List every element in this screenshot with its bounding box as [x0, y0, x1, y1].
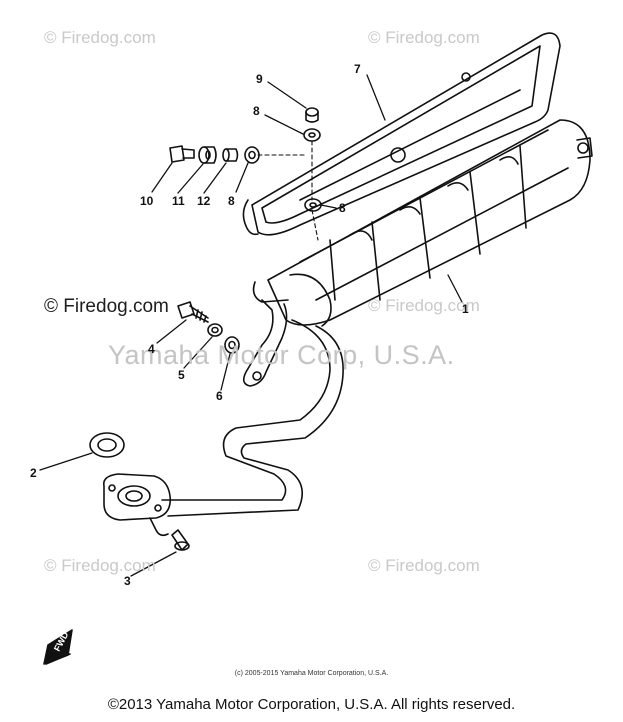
- collar-part-11: [198, 146, 217, 164]
- washer-part-8-side: [244, 146, 260, 164]
- watermark-firedog-dark: © Firedog.com: [44, 296, 169, 317]
- callout-11: 11: [172, 194, 185, 208]
- callout-10: 10: [140, 194, 154, 208]
- watermark-firedog: © Firedog.com: [368, 28, 480, 47]
- bolt-part-4: [177, 301, 209, 323]
- watermark-firedog: © Firedog.com: [368, 556, 480, 575]
- watermark-firedog: © Firedog.com: [44, 556, 156, 575]
- bolt-part-10: [169, 145, 195, 163]
- callout-3: 3: [124, 574, 131, 588]
- watermark-firedog: © Firedog.com: [368, 296, 480, 315]
- fwd-arrow-icon: [43, 629, 73, 665]
- flange-bolt-part-3: [171, 529, 190, 551]
- small-copyright: (c) 2005-2015 Yamaha Motor Corporation, …: [234, 670, 389, 677]
- exhaust-pipe: [161, 319, 344, 517]
- muffler-part-1: [252, 119, 593, 327]
- callout-8-side: 8: [228, 194, 235, 208]
- callout-12: 12: [197, 194, 211, 208]
- callout-6: 6: [216, 389, 223, 403]
- footer-copyright: ©2013 Yamaha Motor Corporation, U.S.A. A…: [107, 696, 516, 713]
- washer-part-8-top: [303, 128, 321, 142]
- nut-part-6: [224, 336, 240, 354]
- callout-8-top: 8: [253, 104, 260, 118]
- callout-7: 7: [354, 62, 361, 76]
- callout-8-lower: 8: [339, 201, 346, 215]
- watermark-firedog: © Firedog.com: [44, 28, 156, 47]
- watermark-yamaha: Yamaha Motor Corp, U.S.A.: [108, 340, 455, 370]
- mounting-bracket: [242, 299, 288, 387]
- screw-part-9: [305, 107, 319, 123]
- callout-2: 2: [30, 466, 37, 480]
- callout-9: 9: [256, 72, 263, 86]
- callout-1: 1: [462, 302, 469, 316]
- washer-part-5: [207, 323, 223, 337]
- exhaust-flange: [102, 473, 172, 537]
- gasket-part-2: [89, 432, 125, 458]
- assembly-lines: [257, 140, 319, 241]
- leader-lines: [39, 74, 463, 577]
- callout-4: 4: [148, 342, 155, 356]
- spacer-part-12: [222, 148, 239, 162]
- callout-5: 5: [178, 368, 185, 382]
- heat-protector-part-7: [242, 32, 561, 236]
